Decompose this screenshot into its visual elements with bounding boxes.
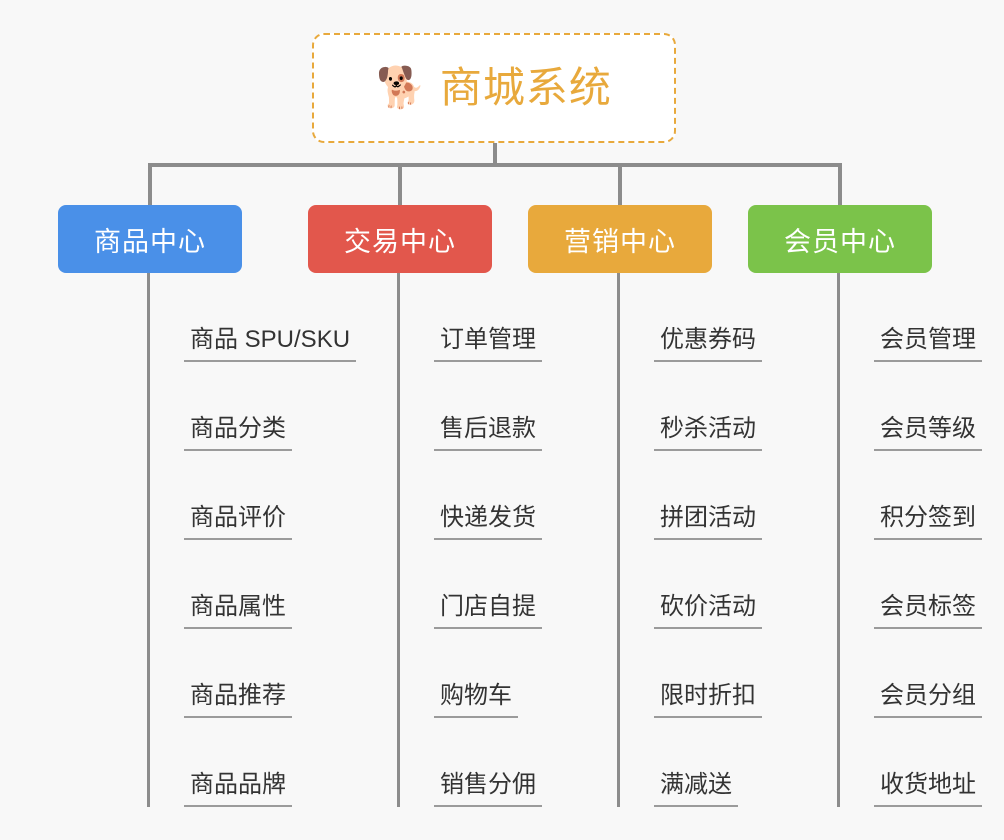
category-column-3: 营销中心优惠券码秒杀活动拼团活动砍价活动限时折扣满减送	[528, 205, 762, 807]
root-title: 商城系统	[439, 64, 612, 111]
connector-drop-1	[148, 163, 152, 207]
leaf-item[interactable]: 优惠券码	[528, 273, 762, 362]
category-header-label: 商品中心	[94, 226, 206, 257]
leaf-item[interactable]: 会员分组	[748, 629, 982, 718]
connector-horizontal-bar	[150, 163, 840, 167]
leaf-item[interactable]: 商品分类	[58, 362, 292, 451]
leaf-item-label: 门店自提	[434, 593, 542, 629]
shiba-inu-dog-face-icon: 🐕	[376, 66, 426, 110]
leaf-item-label: 订单管理	[434, 326, 542, 362]
connector-drop-4	[838, 163, 842, 207]
leaf-item[interactable]: 快递发货	[308, 451, 542, 540]
category-header-label: 营销中心	[564, 226, 676, 257]
leaf-item-label: 会员分组	[874, 682, 982, 718]
leaf-spine-2	[397, 273, 400, 807]
leaf-item[interactable]: 商品 SPU/SKU	[58, 273, 357, 362]
leaf-item[interactable]: 购物车	[308, 629, 518, 718]
leaf-item[interactable]: 积分签到	[748, 451, 982, 540]
leaf-item[interactable]: 收货地址	[748, 718, 982, 807]
leaf-item-label: 商品品牌	[184, 771, 292, 807]
leaf-spine-4	[837, 273, 840, 807]
leaf-item-label: 商品 SPU/SKU	[184, 326, 357, 362]
leaf-list-1: 商品 SPU/SKU 商品分类商品评价商品属性商品推荐商品品牌	[58, 273, 357, 807]
leaf-item-label: 会员标签	[874, 593, 982, 629]
leaf-item-label: 商品分类	[184, 415, 292, 451]
leaf-item-label: 会员管理	[874, 326, 982, 362]
leaf-item[interactable]: 商品评价	[58, 451, 292, 540]
category-header-1[interactable]: 商品中心	[58, 205, 242, 273]
leaf-item-label: 商品属性	[184, 593, 292, 629]
leaf-item-label: 限时折扣	[654, 682, 762, 718]
leaf-item-label: 购物车	[434, 682, 518, 718]
leaf-item[interactable]: 会员标签	[748, 540, 982, 629]
connector-drop-2	[398, 163, 402, 207]
leaf-list-4: 会员管理会员等级积分签到会员标签会员分组收货地址	[748, 273, 982, 807]
leaf-item-label: 商品评价	[184, 504, 292, 540]
connector-root-stem	[493, 143, 497, 165]
leaf-spine-3	[617, 273, 620, 807]
leaf-item[interactable]: 商品推荐	[58, 629, 292, 718]
leaf-item[interactable]: 秒杀活动	[528, 362, 762, 451]
leaf-spine-1	[147, 273, 150, 807]
category-column-2: 交易中心订单管理售后退款快递发货门店自提购物车销售分佣	[308, 205, 542, 807]
leaf-item-label: 砍价活动	[654, 593, 762, 629]
connector-drop-3	[618, 163, 622, 207]
leaf-list-3: 优惠券码秒杀活动拼团活动砍价活动限时折扣满减送	[528, 273, 762, 807]
leaf-item[interactable]: 满减送	[528, 718, 738, 807]
leaf-item[interactable]: 销售分佣	[308, 718, 542, 807]
leaf-item[interactable]: 拼团活动	[528, 451, 762, 540]
category-column-4: 会员中心会员管理会员等级积分签到会员标签会员分组收货地址	[748, 205, 982, 807]
category-header-2[interactable]: 交易中心	[308, 205, 492, 273]
leaf-item[interactable]: 售后退款	[308, 362, 542, 451]
leaf-item-label: 销售分佣	[434, 771, 542, 807]
root-node[interactable]: 🐕 商城系统	[312, 33, 676, 143]
leaf-item-label: 会员等级	[874, 415, 982, 451]
leaf-item[interactable]: 商品属性	[58, 540, 292, 629]
leaf-item[interactable]: 会员管理	[748, 273, 982, 362]
category-header-3[interactable]: 营销中心	[528, 205, 712, 273]
leaf-item-label: 拼团活动	[654, 504, 762, 540]
leaf-item[interactable]: 商品品牌	[58, 718, 292, 807]
category-column-1: 商品中心商品 SPU/SKU 商品分类商品评价商品属性商品推荐商品品牌	[58, 205, 357, 807]
leaf-item[interactable]: 会员等级	[748, 362, 982, 451]
category-header-4[interactable]: 会员中心	[748, 205, 932, 273]
leaf-item-label: 收货地址	[874, 771, 982, 807]
category-header-label: 会员中心	[784, 226, 896, 257]
leaf-item[interactable]: 限时折扣	[528, 629, 762, 718]
leaf-item-label: 积分签到	[874, 504, 982, 540]
leaf-item-label: 快递发货	[434, 504, 542, 540]
leaf-item[interactable]: 订单管理	[308, 273, 542, 362]
leaf-item-label: 秒杀活动	[654, 415, 762, 451]
leaf-item-label: 售后退款	[434, 415, 542, 451]
leaf-list-2: 订单管理售后退款快递发货门店自提购物车销售分佣	[308, 273, 542, 807]
leaf-item-label: 满减送	[654, 771, 738, 807]
category-header-label: 交易中心	[344, 226, 456, 257]
leaf-item[interactable]: 门店自提	[308, 540, 542, 629]
leaf-item[interactable]: 砍价活动	[528, 540, 762, 629]
leaf-item-label: 优惠券码	[654, 326, 762, 362]
leaf-item-label: 商品推荐	[184, 682, 292, 718]
